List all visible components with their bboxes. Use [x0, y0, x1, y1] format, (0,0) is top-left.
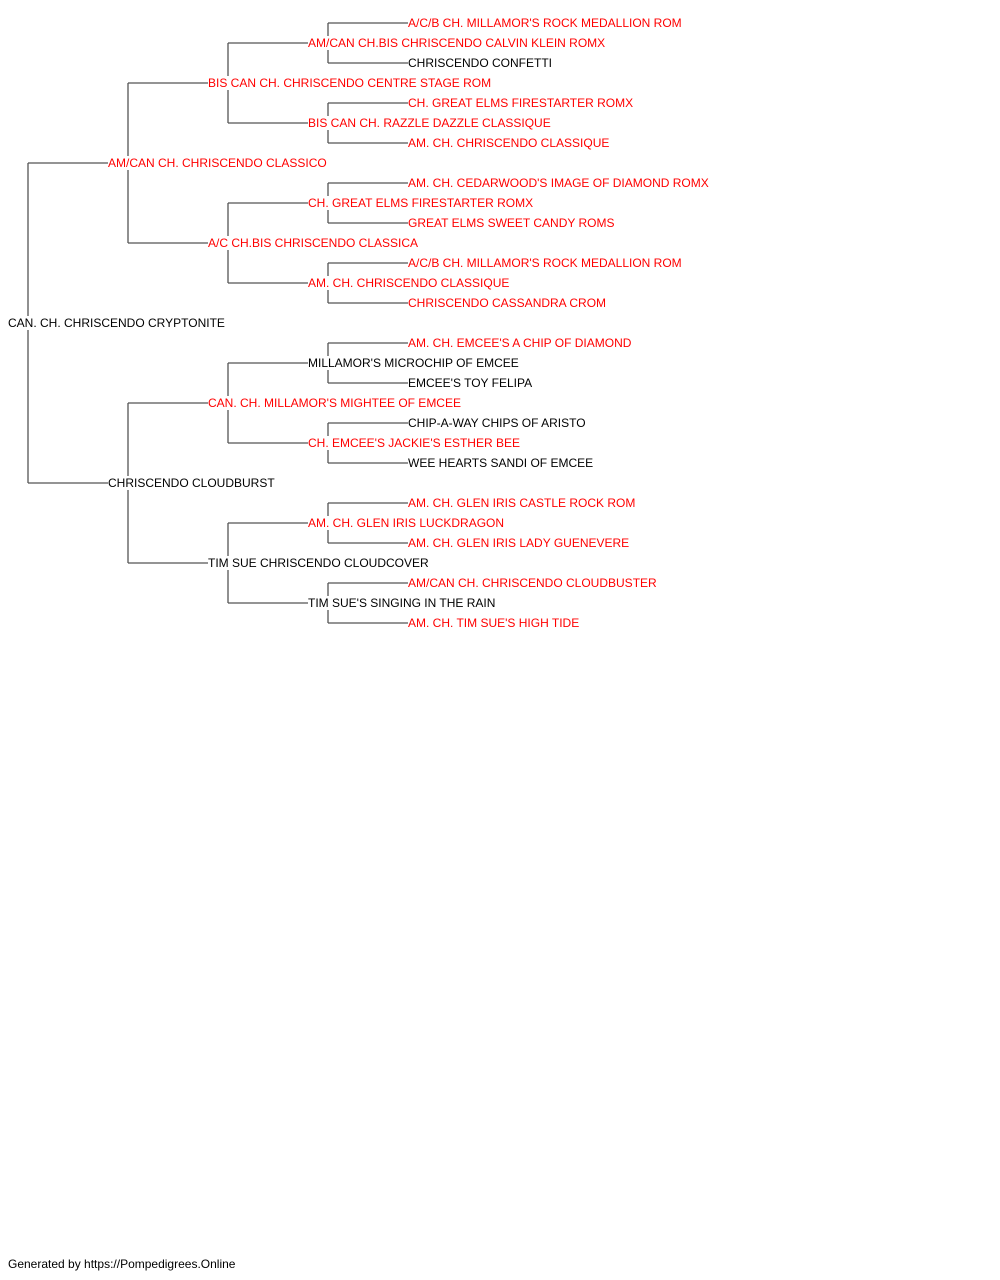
- ancestor-name: CH. GREAT ELMS FIRESTARTER ROMX: [308, 196, 535, 210]
- ancestor-name: AM. CH. TIM SUE'S HIGH TIDE: [408, 616, 581, 630]
- ancestor-name: CHIP-A-WAY CHIPS OF ARISTO: [408, 416, 587, 430]
- ancestor-name: CH. GREAT ELMS FIRESTARTER ROMX: [408, 96, 635, 110]
- footer-credit: Generated by https://Pompedigrees.Online: [8, 1257, 236, 1271]
- ancestor-name: AM. CH. GLEN IRIS LADY GUENEVERE: [408, 536, 631, 550]
- ancestor-name: AM. CH. EMCEE'S A CHIP OF DIAMOND: [408, 336, 633, 350]
- ancestor-name: TIM SUE CHRISCENDO CLOUDCOVER: [208, 556, 430, 570]
- ancestor-name: BIS CAN CH. CHRISCENDO CENTRE STAGE ROM: [208, 76, 493, 90]
- ancestor-name: A/C CH.BIS CHRISCENDO CLASSICA: [208, 236, 420, 250]
- ancestor-name: A/C/B CH. MILLAMOR'S ROCK MEDALLION ROM: [408, 256, 683, 270]
- ancestor-name: AM. CH. GLEN IRIS LUCKDRAGON: [308, 516, 506, 530]
- ancestor-name: AM. CH. GLEN IRIS CASTLE ROCK ROM: [408, 496, 637, 510]
- ancestor-name: TIM SUE'S SINGING IN THE RAIN: [308, 596, 497, 610]
- ancestor-name: CHRISCENDO CLOUDBURST: [108, 476, 276, 490]
- ancestor-name: AM/CAN CH. CHRISCENDO CLOUDBUSTER: [408, 576, 658, 590]
- ancestor-name: AM/CAN CH. CHRISCENDO CLASSICO: [108, 156, 328, 170]
- ancestor-name: EMCEE'S TOY FELIPA: [408, 376, 534, 390]
- ancestor-name: WEE HEARTS SANDI OF EMCEE: [408, 456, 595, 470]
- ancestor-name: BIS CAN CH. RAZZLE DAZZLE CLASSIQUE: [308, 116, 552, 130]
- ancestor-name: AM. CH. CHRISCENDO CLASSIQUE: [408, 136, 611, 150]
- subject-dog-name: CAN. CH. CHRISCENDO CRYPTONITE: [8, 316, 226, 330]
- ancestor-name: CHRISCENDO CASSANDRA CROM: [408, 296, 608, 310]
- ancestor-name: AM. CH. CHRISCENDO CLASSIQUE: [308, 276, 511, 290]
- ancestor-name: MILLAMOR'S MICROCHIP OF EMCEE: [308, 356, 520, 370]
- ancestor-name: A/C/B CH. MILLAMOR'S ROCK MEDALLION ROM: [408, 16, 683, 30]
- ancestor-name: CAN. CH. MILLAMOR'S MIGHTEE OF EMCEE: [208, 396, 462, 410]
- ancestor-name: CHRISCENDO CONFETTI: [408, 56, 553, 70]
- ancestor-name: AM. CH. CEDARWOOD'S IMAGE OF DIAMOND ROM…: [408, 176, 710, 190]
- ancestor-name: AM/CAN CH.BIS CHRISCENDO CALVIN KLEIN RO…: [308, 36, 607, 50]
- ancestor-name: GREAT ELMS SWEET CANDY ROMS: [408, 216, 616, 230]
- ancestor-name: CH. EMCEE'S JACKIE'S ESTHER BEE: [308, 436, 521, 450]
